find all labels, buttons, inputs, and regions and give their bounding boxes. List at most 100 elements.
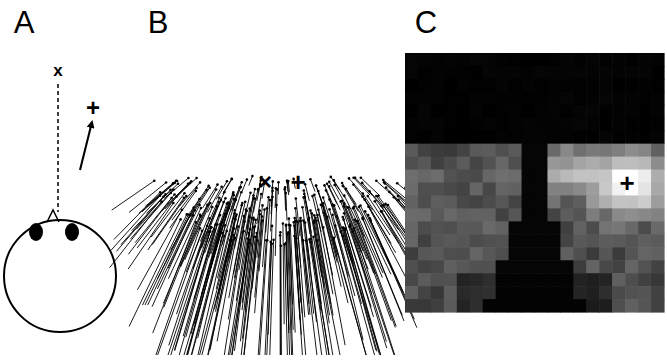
field-vector xyxy=(275,205,276,256)
field-vector xyxy=(232,233,249,355)
heat-cell xyxy=(586,131,600,145)
heat-cell xyxy=(586,157,600,171)
heat-cell xyxy=(405,170,419,184)
heat-cell xyxy=(418,79,432,93)
heat-cell xyxy=(612,260,626,274)
heat-cell xyxy=(457,105,471,119)
heat-cell xyxy=(586,234,600,248)
heat-cell xyxy=(560,273,574,287)
heat-cell xyxy=(496,273,510,287)
heat-cell xyxy=(535,157,549,171)
heat-cell xyxy=(638,299,652,313)
heat-cell xyxy=(547,260,561,274)
heat-cell xyxy=(547,118,561,132)
heat-cell xyxy=(535,286,549,300)
field-vector xyxy=(388,205,435,276)
heat-cell xyxy=(651,170,665,184)
heat-cell xyxy=(560,234,574,248)
heat-cell xyxy=(638,53,652,67)
heat-cell xyxy=(522,105,536,119)
heat-cell xyxy=(405,260,419,274)
field-vector xyxy=(242,180,247,193)
heat-cell xyxy=(509,79,523,93)
heat-cell xyxy=(612,234,626,248)
heat-cell xyxy=(625,247,639,261)
heat-cell xyxy=(586,92,600,106)
nose xyxy=(47,210,59,222)
heat-cell xyxy=(560,208,574,222)
heat-cell xyxy=(457,195,471,209)
heat-cell xyxy=(496,79,510,93)
head-schematic xyxy=(4,84,116,332)
heat-cell xyxy=(638,195,652,209)
heat-cell xyxy=(535,260,549,274)
heat-cell xyxy=(651,260,665,274)
target-mark: + xyxy=(619,170,634,196)
heat-cell xyxy=(560,144,574,158)
heat-cell xyxy=(612,131,626,145)
field-vector xyxy=(191,188,210,217)
heat-cell xyxy=(651,234,665,248)
heat-cell xyxy=(418,66,432,80)
heat-cell xyxy=(496,183,510,197)
heat-cell xyxy=(599,195,613,209)
field-vector xyxy=(132,190,171,231)
field-vector xyxy=(306,241,322,355)
heat-cell xyxy=(509,195,523,209)
field-vector xyxy=(329,182,339,200)
field-vector xyxy=(231,188,240,212)
eye xyxy=(65,223,79,241)
heat-cell xyxy=(535,79,549,93)
heat-cell xyxy=(535,170,549,184)
heat-cell xyxy=(405,92,419,106)
heat-cell xyxy=(405,208,419,222)
heat-cell xyxy=(547,299,561,313)
heat-cell xyxy=(470,286,484,300)
heat-cell xyxy=(496,105,510,119)
field-vector xyxy=(284,189,286,210)
heat-cell xyxy=(444,208,458,222)
heat-cell xyxy=(483,273,497,287)
heat-cell xyxy=(405,144,419,158)
heat-cell xyxy=(496,234,510,248)
heat-cell xyxy=(483,247,497,261)
field-vector xyxy=(334,238,366,355)
target-mark: + xyxy=(290,169,305,195)
field-vector xyxy=(331,177,340,190)
heat-cell xyxy=(651,208,665,222)
heat-cell xyxy=(444,92,458,106)
field-vector xyxy=(280,232,281,355)
heat-cell xyxy=(535,195,549,209)
heat-cell xyxy=(431,66,445,80)
heat-cell xyxy=(625,195,639,209)
heat-cell xyxy=(418,299,432,313)
heat-cell xyxy=(586,299,600,313)
heat-cell xyxy=(651,92,665,106)
field-vector xyxy=(137,210,182,290)
heat-cell xyxy=(599,299,613,313)
heat-cell xyxy=(560,170,574,184)
field-vector xyxy=(242,220,254,311)
heat-cell xyxy=(625,144,639,158)
field-vector xyxy=(183,224,216,336)
heat-cell xyxy=(418,157,432,171)
heat-cell xyxy=(586,79,600,93)
heat-cell xyxy=(457,131,471,145)
heat-cell xyxy=(638,170,652,184)
heat-cell xyxy=(457,53,471,67)
heat-cell xyxy=(599,66,613,80)
heat-cell xyxy=(535,221,549,235)
heat-cell xyxy=(535,131,549,145)
heat-cell xyxy=(547,144,561,158)
heat-cell xyxy=(522,144,536,158)
heat-cell xyxy=(573,66,587,80)
heat-cell xyxy=(573,273,587,287)
heat-map xyxy=(405,53,665,313)
heat-cell xyxy=(444,260,458,274)
heat-cell xyxy=(496,118,510,132)
heat-cell xyxy=(457,157,471,171)
heat-cell xyxy=(431,79,445,93)
heat-cell xyxy=(522,221,536,235)
heat-cell xyxy=(470,79,484,93)
